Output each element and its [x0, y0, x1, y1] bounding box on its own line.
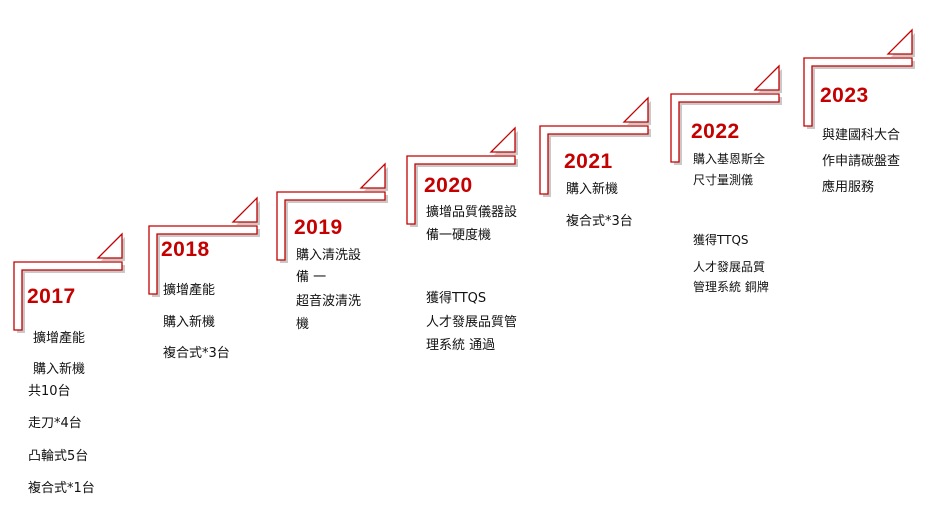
milestone-text-line: 共10台: [28, 384, 71, 399]
milestone-text-line: 購入新機: [163, 315, 216, 330]
milestone-text-line: 人才發展品質: [693, 260, 766, 274]
year-label: 2017: [27, 285, 76, 308]
milestone-text-line: 走刀*4台: [28, 416, 82, 431]
step-bracket-2017: [13, 232, 125, 333]
milestone-text-line: 管理系統 銅牌: [693, 280, 769, 294]
step-bracket-2023: [803, 28, 915, 129]
milestone-text-line: 獲得TTQS: [693, 233, 749, 247]
step-bracket-2021: [539, 96, 651, 197]
year-label: 2023: [820, 84, 869, 107]
step-bracket-2020: [406, 126, 518, 227]
milestone-text-line: 複合式*3台: [163, 346, 230, 361]
milestone-text-line: 擴增產能: [33, 331, 86, 346]
milestone-text-line: 作申請碳盤查: [822, 154, 901, 169]
milestone-text-line: 應用服務: [822, 180, 875, 195]
milestone-text-line: 購入新機: [566, 182, 619, 197]
milestone-text-line: 理系統 通過: [426, 338, 496, 353]
milestone-text-line: 購入清洗設: [296, 248, 362, 263]
milestone-text-line: 與建國科大合: [822, 128, 901, 143]
milestone-text-line: 獲得TTQS: [426, 291, 487, 306]
step-bracket-2022: [670, 64, 782, 165]
milestone-text-line: 複合式*1台: [28, 481, 95, 496]
step-bracket-2018: [148, 196, 260, 297]
year-label: 2020: [424, 174, 473, 197]
milestone-text-line: 尺寸量測儀: [693, 173, 754, 187]
step-bracket-2019: [276, 162, 388, 263]
year-label: 2018: [161, 238, 210, 261]
milestone-text-line: 人才發展品質管: [426, 315, 518, 330]
milestone-text-line: 複合式*3台: [566, 214, 633, 229]
milestone-text-line: 擴增產能: [163, 283, 216, 298]
milestone-text-line: 備一硬度機: [426, 228, 492, 243]
year-label: 2019: [294, 216, 343, 239]
year-label: 2022: [691, 120, 740, 143]
milestone-text-line: 超音波清洗: [296, 294, 362, 309]
milestone-text-line: 凸輪式5台: [28, 449, 89, 464]
milestone-text-line: 機: [296, 317, 310, 332]
milestone-text-line: 擴增品質儀器設: [426, 205, 518, 220]
milestone-text-line: 購入新機: [33, 362, 86, 377]
year-label: 2021: [564, 150, 613, 173]
milestone-text-line: 購入基恩斯全: [693, 152, 766, 166]
milestone-text-line: 備 一: [296, 270, 327, 285]
